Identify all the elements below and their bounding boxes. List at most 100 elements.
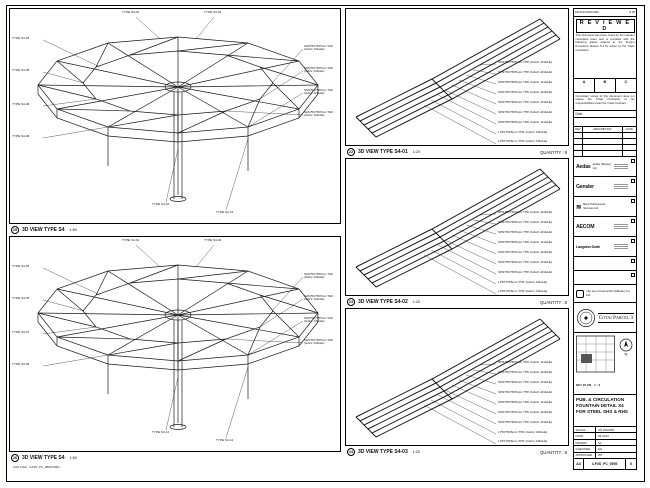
annotation-label: TYPE S4-01 xyxy=(122,10,140,14)
view-title: 26 3D VIEW TYPE S4 1:50 xyxy=(9,452,341,464)
annotation-label: SHS75X75X5mm THK (GALV. ANGLE) xyxy=(498,210,552,214)
panel-3d-view-s4-bottom: TYPE S4-03 TYPE S4-05 TYPE S4-07 TYPE S4… xyxy=(9,236,341,452)
consultant-box-gensler: Gensler xyxy=(574,177,636,198)
status-box xyxy=(595,85,616,92)
stamp-date-row: Date : xyxy=(574,111,636,118)
status-cell-b: B xyxy=(595,79,616,86)
view-title: 23 3D VIEW TYPE S4-02 1:20 QUANTITY : 8 xyxy=(345,296,569,308)
annotation-label: SHS75X75X5mm THK (GALV. ANGLE) xyxy=(498,400,552,404)
consultant-box-aedas: Aedas Aedas (Macau) Ltd. xyxy=(574,157,636,178)
annotation-label: SHS75X75X5mm THK (GALV. ANGLE) xyxy=(498,120,552,124)
title-block-column: SD 5342 DWG REF R 05 R E V I E W E D Thi… xyxy=(573,8,637,470)
annotation-label: SHS75X75X5mm THK (GALV. ANGLE) xyxy=(304,294,334,302)
detail-bubble: 23 xyxy=(347,298,355,306)
rev-col-header: DATE xyxy=(626,128,633,132)
consultant-box-beca: ≋ Beca Professional Services Ltd. xyxy=(574,197,636,218)
annotation-label: SHS75X75X5mm THK (GALV. ANGLE) xyxy=(498,270,552,274)
annotation-label: SHS75X75X5mm THK (GALV. ANGLE) xyxy=(498,370,552,374)
ref-right: R 05 xyxy=(629,11,635,14)
annotation-label: SHS75X75X5mm THK (GALV. ANGLE) xyxy=(304,88,334,96)
stamp-note: Consultant review of this document does … xyxy=(574,93,636,111)
reviewed-body: This document has been noted by the rele… xyxy=(575,33,635,52)
date-label: Date : xyxy=(575,112,585,116)
quantity-note: QUANTITY : 8 xyxy=(540,149,567,155)
info-row-date: DATE 06.2013 xyxy=(574,433,636,440)
status-grid: A B C xyxy=(574,79,636,93)
status-box xyxy=(574,85,595,92)
blank-section xyxy=(574,118,636,128)
annotation-label: TYPE S4-04 xyxy=(12,36,30,40)
canopy-structure-drawing xyxy=(37,16,319,211)
status-box xyxy=(616,86,636,93)
annotation-label: TYPE S4-08 xyxy=(12,134,30,138)
project-seal-icon xyxy=(577,308,595,327)
detail-bubble: 24 xyxy=(347,448,355,456)
aecom-logo: AECOM xyxy=(576,223,595,230)
annotation-label: SHS75X75X5mm THK (GALV. ANGLE) xyxy=(304,66,334,74)
info-row-checked: CHECKED KH xyxy=(574,446,636,453)
ref-left: SD 5342 DWG REF xyxy=(575,11,599,14)
tube-detail-drawing xyxy=(355,18,561,145)
canopy-structure-drawing xyxy=(37,244,319,439)
left-view-column: TYPE S4-04 TYPE S4-05 TYPE S4-06 TYPE S4… xyxy=(9,8,341,470)
review-checkbox xyxy=(631,258,635,263)
cad-file-note: CAD FILE : 4-P3S_PC_0595.DWG xyxy=(13,465,60,469)
address-lines xyxy=(614,243,628,251)
annotation-label: SHS75X75X5mm THK (GALV. ANGLE) xyxy=(498,60,552,64)
annotation-label: TYPE S4-10 xyxy=(152,202,170,206)
annotation-label: SHS75X75X5mm THK (GALV. ANGLE) xyxy=(304,44,334,52)
view-label: 3D VIEW TYPE S4 xyxy=(22,227,65,233)
review-checkbox xyxy=(631,178,635,183)
drawing-title: PUB. & CIRCULATION FOUNTAIN DETAIL S4 FO… xyxy=(574,395,636,428)
annotation-label: TYPE S4-05 xyxy=(12,68,30,72)
info-row-scale: SCALE AS SHOWN xyxy=(574,427,636,434)
panel-3d-view-s4-01: SHS75X75X5mm THK (GALV. ANGLE) SHS75X75X… xyxy=(345,8,569,146)
annotation-label: SHS75X75X5mm THK (GALV. ANGLE) xyxy=(498,420,552,424)
annotation-label: TYPE S4-12 xyxy=(216,210,234,214)
annotation-label: TYPE S4-05 xyxy=(12,296,30,300)
review-checkbox xyxy=(631,158,635,163)
detail-bubble: 22 xyxy=(347,148,355,156)
project-seal-row: Cotai Parcel 3 xyxy=(574,303,636,334)
panel-3d-view-s4-top: TYPE S4-04 TYPE S4-05 TYPE S4-06 TYPE S4… xyxy=(9,8,341,224)
title-block: SD 5342 DWG REF R 05 R E V I E W E D Thi… xyxy=(573,8,637,470)
info-row-drawn: DRAWN SL xyxy=(574,439,636,447)
address-lines xyxy=(614,183,628,191)
rev-col-header: DESCRIPTION xyxy=(583,127,623,133)
key-plan-scale: 1 : 2 xyxy=(594,383,601,388)
annotation-label: SHS75X75X5mm THK (GALV. ANGLE) xyxy=(304,272,334,280)
panel-3d-view-s4-03: SHS75X75X5mm THK (GALV. ANGLE) SHS75X75X… xyxy=(345,308,569,446)
drawing-number: 4-P3S_PC_0595 xyxy=(584,459,626,469)
reference-strip: SD 5342 DWG REF R 05 xyxy=(574,9,636,17)
annotation-label: L75X75X6mm THK (GALV. ANGLE) xyxy=(498,280,548,284)
annotation-label: SHS75X75X5mm THK (GALV. ANGLE) xyxy=(304,316,334,324)
annotation-label: SHS75X75X5mm THK (GALV. ANGLE) xyxy=(498,220,552,224)
annotation-label: SHS75X75X5mm THK (GALV. ANGLE) xyxy=(304,338,334,346)
tube-detail-drawing xyxy=(355,168,561,295)
annotation-label: SHS75X75X5mm THK (GALV. ANGLE) xyxy=(498,250,552,254)
annotation-label: SHS75X75X5mm THK (GALV. ANGLE) xyxy=(498,80,552,84)
annotation-label: TYPE S4-03 xyxy=(12,264,30,268)
drawing-number-row: A3 4-P3S_PC_0595 0 xyxy=(574,459,636,469)
annotation-label: TYPE S4-06 xyxy=(12,102,30,106)
revision-number: 0 xyxy=(629,462,633,466)
status-cell-a: A xyxy=(574,79,595,86)
drawing-title-line: FOUNTAIN DETAIL S4 xyxy=(576,403,624,409)
project-name: Cotai Parcel 3 xyxy=(598,312,634,323)
status-cell-c: C xyxy=(624,79,628,84)
annotation-label: SHS75X75X5mm THK (GALV. ANGLE) xyxy=(498,70,552,74)
quantity-note: QUANTITY : 8 xyxy=(540,299,567,305)
consultant-box-langdon-seah: Langdon Seah xyxy=(574,237,636,258)
consultant-box-aecom: AECOM xyxy=(574,217,636,238)
view-scale: 1:50 xyxy=(69,456,77,460)
key-plan-drawing: N xyxy=(576,335,633,373)
annotation-label: SHS75X75X5mm THK (GALV. ANGLE) xyxy=(498,410,552,414)
drawing-title-line: PUB. & CIRCULATION xyxy=(576,397,625,403)
key-plan-label: KEY PLAN xyxy=(576,383,592,388)
sheet-size: A3 xyxy=(574,459,584,469)
sheet-border: TYPE S4-04 TYPE S4-05 TYPE S4-06 TYPE S4… xyxy=(6,5,645,482)
key-plan: N KEY PLAN 1 : 2 xyxy=(574,333,636,396)
annotation-label: SHS75X75X5mm THK (GALV. ANGLE) xyxy=(498,390,552,394)
annotation-label: SHS75X75X5mm THK (GALV. ANGLE) xyxy=(498,90,552,94)
